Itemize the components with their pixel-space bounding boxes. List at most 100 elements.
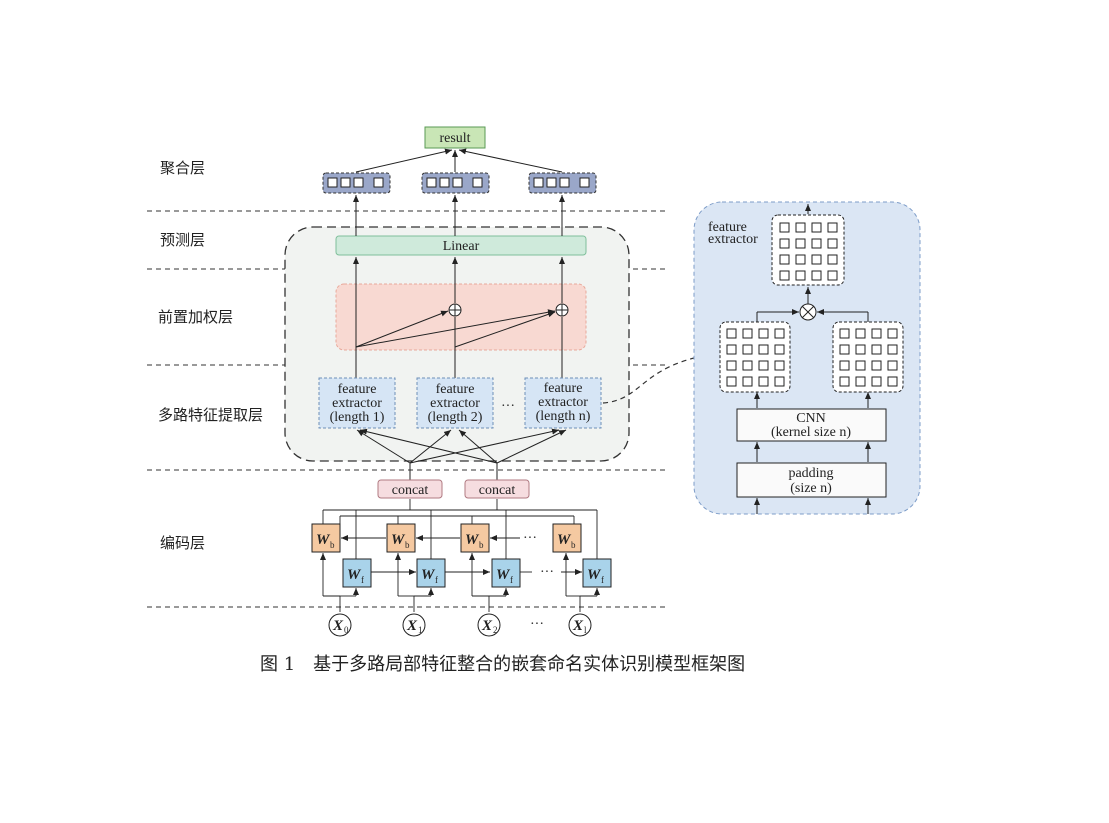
matrix-cell <box>871 360 882 371</box>
svg-text:W: W <box>391 532 406 548</box>
matrix-cell <box>758 360 769 371</box>
layer-label-weighting: 前置加权层 <box>158 308 233 326</box>
svg-text:W: W <box>587 567 602 583</box>
linear-box <box>335 235 587 256</box>
svg-text:b: b <box>405 540 410 550</box>
agg-vector-3 <box>528 172 597 194</box>
detail-matrix-output <box>771 214 845 286</box>
matrix-cell <box>758 344 769 355</box>
svg-text:X: X <box>332 618 344 634</box>
matrix-cell <box>887 376 898 387</box>
linear-to-agg-arrows <box>353 195 565 236</box>
detail-title-line1: feature <box>708 220 747 235</box>
matrix-cell <box>779 254 790 265</box>
matrix-cell <box>811 254 822 265</box>
matrix-cell <box>742 376 753 387</box>
matrix-cell <box>811 222 822 233</box>
extractor-2-line1: feature <box>436 382 475 397</box>
matrix-cell <box>726 376 737 387</box>
matrix-cell <box>827 270 838 281</box>
plus-circle-icon <box>555 303 569 317</box>
concat-box-2: concat <box>464 479 530 499</box>
weighting-arrows <box>353 257 565 378</box>
detail-connector <box>602 357 695 404</box>
svg-text:concat: concat <box>479 483 516 498</box>
matrix-cell <box>855 376 866 387</box>
matrix-cell <box>871 344 882 355</box>
svg-text:W: W <box>557 532 572 548</box>
layer-label-aggregation: 聚合层 <box>160 159 205 177</box>
svg-text:W: W <box>465 532 480 548</box>
matrix-cell <box>855 360 866 371</box>
svg-text:2: 2 <box>493 625 498 635</box>
svg-text:l: l <box>584 625 587 635</box>
extractor-1-line1: feature <box>338 382 377 397</box>
matrix-cell <box>887 344 898 355</box>
matrix-cell <box>742 344 753 355</box>
svg-text:(size n): (size n) <box>790 481 832 496</box>
svg-text:X: X <box>481 618 493 634</box>
wf-ellipsis: ··· <box>540 565 554 580</box>
matrix-cell <box>726 344 737 355</box>
matrix-cell <box>726 328 737 339</box>
svg-text:X: X <box>572 618 584 634</box>
result-box <box>424 126 486 149</box>
extractor-1-line3: (length 1) <box>330 410 385 425</box>
input-ellipsis: ··· <box>530 617 544 632</box>
svg-text:concat: concat <box>392 483 429 498</box>
matrix-cell <box>827 222 838 233</box>
extractor-3-line1: feature <box>544 381 583 396</box>
matrix-cell <box>779 270 790 281</box>
matrix-cell <box>774 376 785 387</box>
svg-text:1: 1 <box>418 625 423 635</box>
concat-box-1: concat <box>377 479 443 499</box>
figure-caption: 图 1 基于多路局部特征整合的嵌套命名实体识别模型框架图 <box>260 654 745 675</box>
aggregation-vectors <box>322 172 597 194</box>
layer-label-prediction: 预测层 <box>160 231 205 249</box>
matrix-cell <box>758 328 769 339</box>
extractor-3-line3: (length n) <box>536 409 591 424</box>
matrix-cell <box>795 238 806 249</box>
linear-label: Linear <box>443 239 480 254</box>
matrix-cell <box>871 328 882 339</box>
result-label: result <box>439 131 470 146</box>
detail-arrows <box>754 204 871 514</box>
matrix-cell <box>811 270 822 281</box>
agg-to-result-arrows <box>355 148 563 173</box>
layer-label-encoding: 编码层 <box>160 534 205 552</box>
layer-label-extraction: 多路特征提取层 <box>158 406 263 424</box>
concat-to-extractor-arrows <box>356 428 567 481</box>
matrix-cell <box>795 254 806 265</box>
matrix-cell <box>871 376 882 387</box>
svg-text:W: W <box>316 532 331 548</box>
matrix-cell <box>839 328 850 339</box>
svg-text:X: X <box>406 618 418 634</box>
matrix-cell <box>774 360 785 371</box>
matrix-cell <box>855 328 866 339</box>
matrix-cell <box>779 238 790 249</box>
matrix-cell <box>795 222 806 233</box>
matrix-cell <box>742 360 753 371</box>
svg-text:f: f <box>435 575 438 585</box>
extractor-2-line3: (length 2) <box>428 410 483 425</box>
detail-matrix-left <box>719 321 791 393</box>
matrix-cell <box>811 238 822 249</box>
matrix-cell <box>887 328 898 339</box>
svg-text:(kernel size n): (kernel size n) <box>771 425 851 440</box>
svg-text:0: 0 <box>344 625 349 635</box>
matrix-cell <box>855 344 866 355</box>
matrix-cell <box>827 254 838 265</box>
svg-text:f: f <box>361 575 364 585</box>
extractor-2-line2: extractor <box>430 396 480 411</box>
svg-text:padding: padding <box>788 466 833 481</box>
extractor-box-3: feature extractor (length n) <box>524 377 602 429</box>
